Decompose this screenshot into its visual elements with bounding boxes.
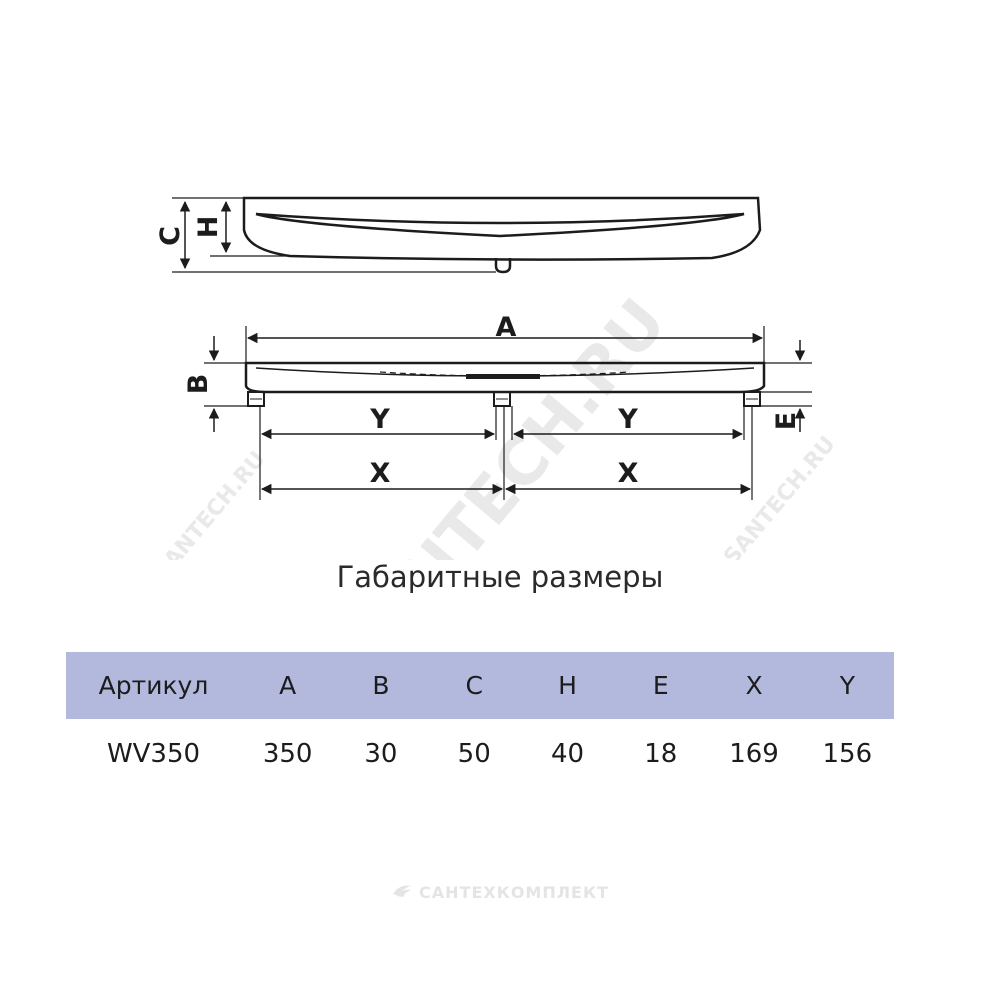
side-view-outlet [494,258,512,274]
side-view-inner-curve [255,212,745,238]
cell-b: 30 [364,739,398,769]
cell-e: 18 [644,739,678,769]
technical-drawing: SANTECH.RU SANTECH.RU SANTECH.RU C H [149,196,841,560]
front-view-extension-lines [204,326,812,500]
side-view-extension-lines [172,197,496,273]
header-a: A [241,652,335,719]
label-c: C [155,226,186,246]
front-view-drain [466,374,540,379]
foot-center [493,391,511,407]
footer-watermark: САНТЕХКОМПЛЕКТ [0,882,1000,902]
table-header-row: Артикул A B C H E X Y [66,652,894,719]
header-b: B [334,652,428,719]
front-view-body [244,361,766,394]
label-x-right: X [618,458,639,489]
cell-x: 169 [729,739,779,769]
header-x: X [707,652,801,719]
label-b: B [183,374,214,395]
cell-article: WV350 [106,739,201,769]
label-a: A [496,312,517,343]
watermark-small-left: SANTECH.RU [149,447,270,560]
company-logo-icon [391,882,413,902]
cell-y: 156 [822,739,873,769]
label-h: H [193,216,224,239]
header-h: H [520,652,615,719]
cell-a: 350 [262,739,313,769]
header-y: Y [800,652,894,719]
cell-h: 40 [550,739,585,769]
label-y-right: Y [617,404,638,435]
label-e: E [771,412,802,430]
header-e: E [614,652,708,719]
section-title: Габаритные размеры [336,560,664,594]
header-c: C [427,652,521,719]
label-y-left: Y [369,404,390,435]
side-view-body [242,196,762,261]
adjustable-feet [247,391,761,407]
footer-watermark-text: САНТЕХКОМПЛЕКТ [419,883,609,902]
side-view [172,196,762,274]
front-view [204,326,812,500]
cell-c: 50 [457,739,491,769]
foot-left [247,391,265,407]
header-article: Артикул [66,652,241,719]
dimensions-table: Артикул A B C H E X Y WV350 350 30 50 40… [66,652,894,789]
label-x-left: X [370,458,391,489]
table-row: WV350 350 30 50 40 18 169 156 [66,719,894,789]
watermark-small-right: SANTECH.RU [719,432,840,560]
